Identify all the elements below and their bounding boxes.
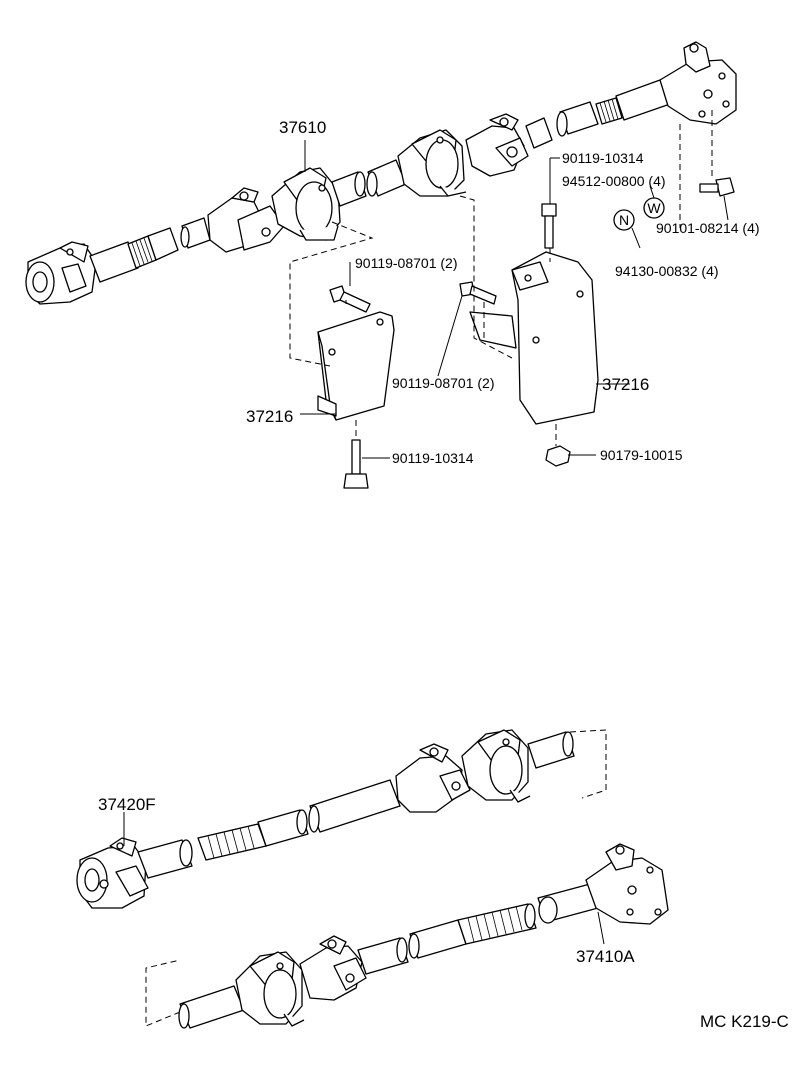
top-propeller-shaft-assembly: W N <box>25 41 737 489</box>
washer-symbol: W <box>647 200 661 216</box>
nut-94130-00832-icon: N <box>613 209 635 231</box>
label-94512-00800: 94512-00800 (4) <box>562 173 666 189</box>
bolt-90119-08701-left <box>329 285 371 313</box>
label-90119-08701-right: 90119-08701 (2) <box>392 375 494 391</box>
bolt-90119-08701-right <box>459 281 497 305</box>
rear-shaft-center-bearing <box>235 951 305 1027</box>
drawing-code: MC K219-C <box>700 1012 789 1031</box>
label-90119-10314-bottom: 90119-10314 <box>392 450 474 466</box>
nut-90179-10015 <box>545 445 571 467</box>
spline-left <box>131 237 153 267</box>
center-bearing-37610 <box>271 167 341 241</box>
label-37216-right: 37216 <box>602 375 649 394</box>
washer-94512-00800-icon: W <box>643 197 665 219</box>
rear-shaft-spline <box>457 903 537 945</box>
label-37420F: 37420F <box>98 795 156 814</box>
center-bearing-2 <box>397 129 467 197</box>
label-90119-10314-top: 90119-10314 <box>562 150 644 166</box>
universal-joint-1 <box>207 187 285 253</box>
spline-rear <box>595 97 623 125</box>
rear-shaft-flange-yoke <box>585 843 669 925</box>
label-37410A: 37410A <box>576 947 635 966</box>
front-shaft-flange-yoke <box>76 837 149 909</box>
label-90179-10015: 90179-10015 <box>600 447 683 463</box>
label-90119-08701-left: 90119-08701 (2) <box>355 255 457 271</box>
front-shaft-u-joint <box>395 743 471 813</box>
bracket-right-37216 <box>469 251 599 425</box>
rear-flange-yoke <box>659 41 737 125</box>
front-shaft-spline-sleeve <box>197 809 309 861</box>
bracket-left-37216 <box>317 311 395 421</box>
bolt-90101-08214 <box>699 177 735 197</box>
front-shaft-37420F <box>76 729 607 909</box>
bolt-90119-10314-top <box>541 203 557 249</box>
nut-symbol: N <box>619 212 629 228</box>
label-37216-left: 37216 <box>246 407 293 426</box>
front-shaft-center-bearing <box>461 729 531 803</box>
rear-shaft-37410A <box>145 843 669 1029</box>
universal-joint-2 <box>465 113 529 177</box>
label-94130-00832: 94130-00832 (4) <box>615 263 719 279</box>
label-90101-08214: 90101-08214 (4) <box>656 220 760 236</box>
label-37610: 37610 <box>279 118 326 137</box>
rear-shaft-u-joint <box>299 935 367 1001</box>
bolt-90119-10314-bottom <box>343 439 369 489</box>
front-flange-yoke <box>25 241 97 305</box>
